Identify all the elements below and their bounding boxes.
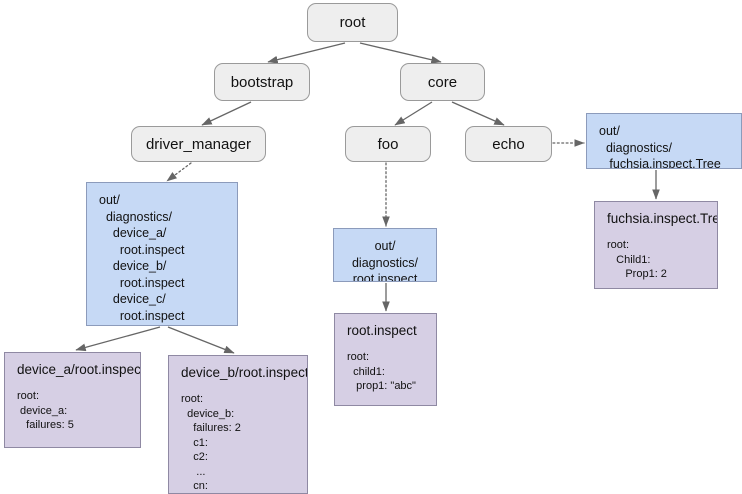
panel-line: prop1: "abc" bbox=[347, 380, 416, 392]
node-bootstrap[interactable]: bootstrap bbox=[214, 63, 310, 101]
panel-line: root.inspect bbox=[99, 308, 185, 323]
edge-core-echo bbox=[451, 101, 505, 126]
panel-title: device_b/root.inspect bbox=[181, 365, 308, 380]
panel-line: diagnostics/ bbox=[599, 140, 672, 155]
panel-line: diagnostics/ bbox=[99, 209, 172, 224]
node-foo[interactable]: foo bbox=[345, 126, 431, 162]
panel-foo-outdir: out/diagnostics/root.inspect bbox=[333, 228, 437, 282]
panel-line: fuchsia.inspect.Tree bbox=[599, 157, 721, 169]
panel-foo-root-inspect: root.inspect root: child1: prop1: "abc" bbox=[334, 313, 437, 406]
panel-line: root.inspect bbox=[99, 275, 185, 290]
panel-driver-manager-outdir: out/ diagnostics/ device_a/ root.inspect… bbox=[86, 182, 238, 326]
panel-line: child1: bbox=[347, 365, 385, 378]
panel-line: root: bbox=[347, 351, 370, 363]
panel-device-a-inspect: device_a/root.inspect root: device_a: fai… bbox=[4, 352, 141, 448]
panel-line: failures: 2 bbox=[181, 422, 241, 434]
edge-root-core bbox=[359, 42, 442, 64]
node-label: driver_manager bbox=[145, 135, 252, 153]
panel-line: root: bbox=[607, 239, 630, 251]
panel-echo-inspect-tree: fuchsia.inspect.Tree root: Child1: Prop1:… bbox=[594, 201, 718, 289]
node-root[interactable]: root bbox=[307, 3, 398, 42]
node-label: echo bbox=[492, 135, 525, 153]
node-core[interactable]: core bbox=[400, 63, 485, 101]
edge-outdir-device-a bbox=[75, 326, 161, 352]
panel-title: root.inspect bbox=[347, 323, 417, 338]
panel-line: device_b: bbox=[181, 407, 235, 420]
panel-line: root.inspect bbox=[99, 242, 185, 257]
panel-line: out/ bbox=[99, 193, 120, 207]
panel-line: out/ bbox=[374, 239, 396, 253]
panel-line: c2: bbox=[181, 451, 208, 463]
node-driver_manager[interactable]: driver_manager bbox=[131, 126, 266, 162]
node-label: bootstrap bbox=[230, 73, 294, 91]
panel-echo-outdir: out/ diagnostics/ fuchsia.inspect.Tree bbox=[586, 113, 742, 169]
panel-line: root.inspect bbox=[352, 272, 418, 282]
node-label: root bbox=[339, 14, 366, 31]
edge-outdir-device-b bbox=[167, 326, 235, 354]
panel-title: fuchsia.inspect.Tree bbox=[607, 211, 718, 226]
panel-line: ... bbox=[181, 465, 206, 478]
edge-root-bootstrap bbox=[267, 42, 346, 64]
node-echo[interactable]: echo bbox=[465, 126, 552, 162]
panel-line: device_a/ bbox=[99, 226, 167, 240]
panel-line: failures: 5 bbox=[17, 419, 74, 431]
edge-driver-outdir bbox=[166, 162, 192, 182]
node-label: core bbox=[427, 73, 458, 91]
panel-line: out/ bbox=[599, 124, 620, 138]
panel-line: Child1: bbox=[607, 253, 651, 266]
panel-line: diagnostics/ bbox=[351, 255, 418, 270]
panel-line: device_b/ bbox=[99, 259, 167, 273]
panel-line: c1: bbox=[181, 436, 208, 449]
panel-line: cn: bbox=[181, 480, 208, 492]
panel-line: root: bbox=[17, 390, 40, 402]
panel-line: root: bbox=[181, 393, 204, 405]
edge-bootstrap-driver bbox=[201, 101, 252, 126]
panel-device-b-inspect: device_b/root.inspect root: device_b: fai… bbox=[168, 355, 308, 494]
panel-title: device_a/root.inspect bbox=[17, 362, 141, 377]
panel-line: device_c/ bbox=[99, 292, 166, 306]
node-label: foo bbox=[377, 135, 399, 153]
edge-core-foo bbox=[394, 101, 433, 126]
panel-line: device_a: bbox=[17, 404, 68, 417]
panel-line: Prop1: 2 bbox=[607, 268, 667, 280]
